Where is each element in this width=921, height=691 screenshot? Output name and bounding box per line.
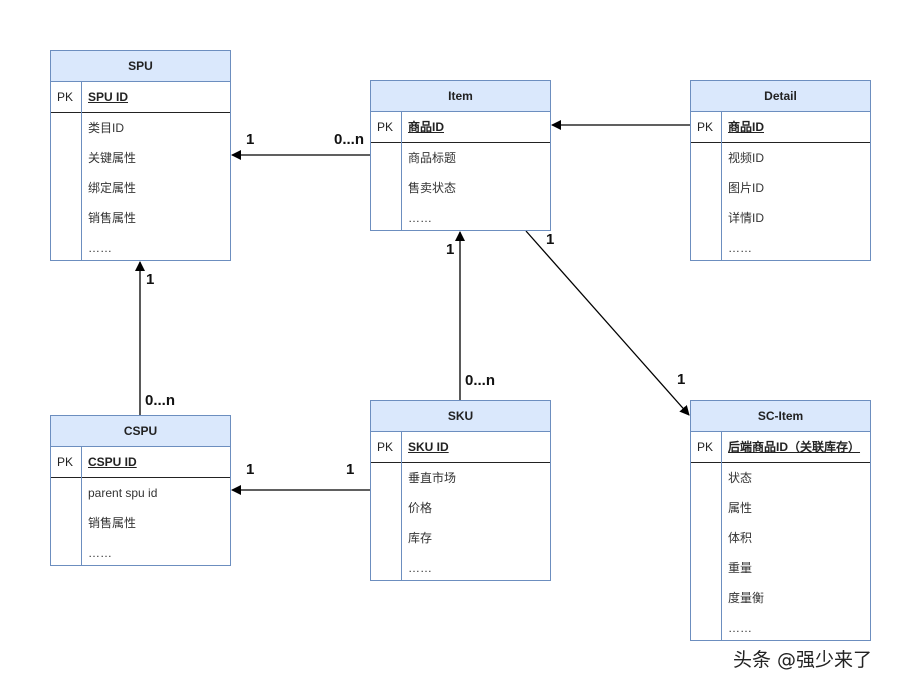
multiplicity-label: 0...n [334, 131, 365, 148]
pk-field: SKU ID [408, 440, 449, 454]
column-divider [81, 81, 82, 260]
column-divider [401, 431, 402, 580]
attribute: 体积 [728, 531, 753, 545]
watermark-text: 头条 @强少来了 [733, 649, 873, 671]
attribute: …… [88, 241, 112, 255]
attribute: 价格 [408, 501, 433, 515]
pk-label: PK [57, 455, 74, 469]
column-divider [401, 111, 402, 230]
entity-title: SC-Item [691, 401, 870, 432]
attribute: 绑定属性 [88, 181, 137, 195]
pk-row: PK 后端商品ID（关联库存） [691, 432, 870, 463]
entity-sc-item[interactable]: SC-Item PK 后端商品ID（关联库存） 状态 属性 体积 重量 度量衡 … [690, 400, 871, 641]
attribute: 类目ID [88, 121, 125, 135]
pk-field: 商品ID [408, 120, 445, 134]
attribute: parent spu id [88, 486, 158, 500]
entity-title: CSPU [51, 416, 230, 447]
column-divider [81, 446, 82, 565]
pk-label: PK [697, 120, 714, 134]
entity-title: Item [371, 81, 550, 112]
attribute: 视频ID [728, 151, 765, 165]
multiplicity-label: 1 [677, 371, 686, 388]
entity-title: SPU [51, 51, 230, 82]
pk-row: PK SPU ID [51, 82, 230, 113]
attribute: …… [88, 546, 112, 560]
attribute: …… [408, 211, 432, 225]
multiplicity-label: 0...n [145, 392, 176, 409]
entity-cspu[interactable]: CSPU PK CSPU ID parent spu id 销售属性 …… [50, 415, 231, 566]
attribute: …… [728, 241, 752, 255]
column-divider [721, 431, 722, 640]
entity-spu[interactable]: SPU PK SPU ID 类目ID 关键属性 绑定属性 销售属性 …… [50, 50, 231, 261]
attribute: 售卖状态 [408, 181, 457, 195]
multiplicity-label: 1 [546, 231, 555, 248]
multiplicity-label: 1 [246, 461, 255, 478]
column-divider [721, 111, 722, 260]
attribute: …… [408, 561, 432, 575]
edge-item-scitem [525, 230, 690, 416]
multiplicity-label: 0...n [465, 372, 496, 389]
pk-label: PK [697, 440, 714, 454]
pk-field: CSPU ID [88, 455, 137, 469]
attribute: 重量 [728, 561, 753, 575]
entity-title: Detail [691, 81, 870, 112]
pk-label: PK [377, 440, 394, 454]
pk-label: PK [377, 120, 394, 134]
attribute: 状态 [728, 471, 753, 485]
pk-field: SPU ID [88, 90, 129, 104]
attribute: 度量衡 [728, 591, 765, 605]
pk-row: PK 商品ID [371, 112, 550, 143]
attribute: 详情ID [728, 211, 765, 225]
pk-row: PK SKU ID [371, 432, 550, 463]
entity-detail[interactable]: Detail PK 商品ID 视频ID 图片ID 详情ID …… [690, 80, 871, 261]
attribute: 商品标题 [408, 151, 457, 165]
attribute: 销售属性 [88, 516, 137, 530]
pk-field: 商品ID [728, 120, 765, 134]
multiplicity-label: 1 [346, 461, 355, 478]
multiplicity-label: 1 [146, 271, 155, 288]
entity-item[interactable]: Item PK 商品ID 商品标题 售卖状态 …… [370, 80, 551, 231]
attribute: 库存 [408, 531, 433, 545]
multiplicity-label: 1 [246, 131, 255, 148]
multiplicity-label: 1 [446, 241, 455, 258]
pk-label: PK [57, 90, 74, 104]
attribute: 销售属性 [88, 211, 137, 225]
attribute: 属性 [728, 501, 753, 515]
entity-sku[interactable]: SKU PK SKU ID 垂直市场 价格 库存 …… [370, 400, 551, 581]
attribute: 图片ID [728, 181, 765, 195]
attribute: 关键属性 [88, 151, 137, 165]
attribute: …… [728, 621, 752, 635]
entity-title: SKU [371, 401, 550, 432]
pk-row: PK CSPU ID [51, 447, 230, 478]
attribute: 垂直市场 [408, 471, 457, 485]
pk-row: PK 商品ID [691, 112, 870, 143]
pk-field: 后端商品ID（关联库存） [728, 440, 861, 454]
